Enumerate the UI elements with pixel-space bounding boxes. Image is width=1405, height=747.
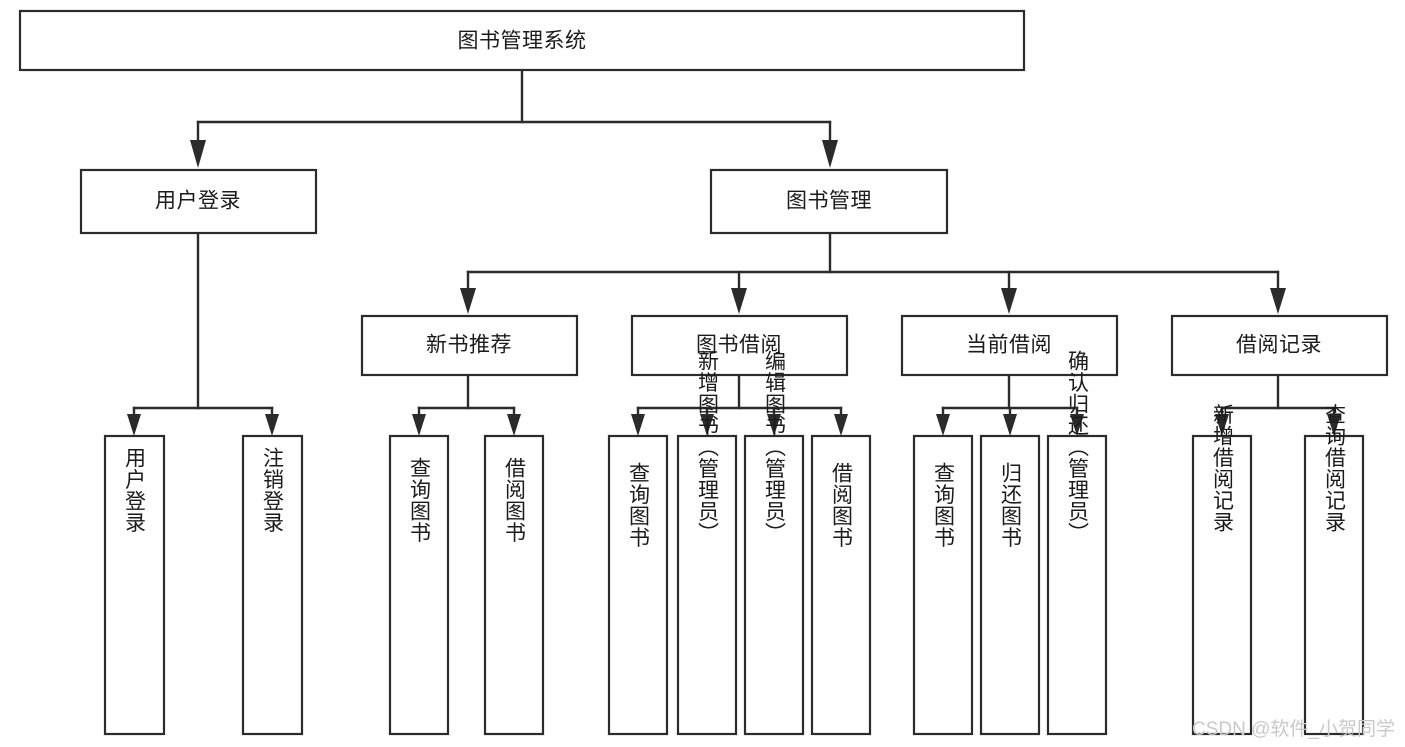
leaf-box-book-borrow-2[interactable] [743,434,805,736]
arrow-head-leaf-current-borrow-1 [1003,414,1017,436]
leaf-box-new-book-0[interactable] [388,434,450,736]
leaf-node-current-borrow-1[interactable]: 归还图书 [979,434,1041,736]
arrow-head-leaf-new-book-1 [507,414,521,436]
leaf-node-borrow-record-0[interactable]: 新增借阅记录 [1191,404,1253,736]
connector-group-borrow-record-leaves [1215,373,1341,436]
leaf-label-book-borrow-3: 借阅图书 [830,462,854,548]
leaf-box-current-borrow-1[interactable] [979,434,1041,736]
leaf-node-new-book-1[interactable]: 借阅图书 [483,434,545,736]
leaf-label-new-book-0: 查询图书 [408,457,432,543]
leaf-label-current-borrow-1: 归还图书 [999,462,1023,548]
arrow-head-leaf-book-borrow-2 [767,414,781,436]
leaf-box-user-login-0[interactable] [103,434,166,736]
node-user-login-box[interactable] [79,168,318,235]
leaf-box-current-borrow-0[interactable] [912,434,974,736]
node-user-login[interactable]: 用户登录 [79,168,318,235]
leaf-box-book-borrow-3[interactable] [810,434,872,736]
arrow-head-user-login [190,140,206,168]
leaf-label-borrow-record-0: 新增借阅记录 [1211,404,1235,533]
node-book-manage[interactable]: 图书管理 [709,168,949,235]
arrow-head-leaf-borrow-record-1 [1327,414,1341,436]
leaf-box-book-borrow-1[interactable] [676,434,738,736]
leaf-box-borrow-record-0[interactable] [1191,434,1253,736]
node-borrow-record-box[interactable] [1170,314,1389,377]
leaf-label-book-borrow-1: 新增图书（管理员） [696,350,720,544]
leaf-box-borrow-record-1[interactable] [1303,434,1365,736]
arrow-head-leaf-user-login-0 [127,414,141,436]
node-book-borrow-box[interactable] [630,314,849,377]
node-current-borrow[interactable]: 当前借阅 [900,314,1119,377]
leaf-label-current-borrow-0: 查询图书 [932,462,956,548]
connector-group-root [190,68,838,168]
leaf-label-current-borrow-2: 确认归还（管理员） [1066,350,1090,544]
node-book-borrow[interactable]: 图书借阅 [630,314,849,377]
leaf-label-borrow-record-1: 查询借阅记录 [1323,404,1347,533]
node-borrow-record[interactable]: 借阅记录 [1170,314,1389,377]
node-current-borrow-box[interactable] [900,314,1119,377]
leaf-box-user-login-1[interactable] [241,434,304,736]
node-current-borrow-label: 当前借阅 [966,334,1052,357]
leaf-node-book-borrow-3[interactable]: 借阅图书 [810,434,872,736]
arrow-head-leaf-book-borrow-1 [700,414,714,436]
leaf-node-book-borrow-1[interactable]: 新增图书（管理员） [676,350,738,736]
node-book-manage-label: 图书管理 [786,190,872,213]
arrow-head-leaf-current-borrow-0 [936,414,950,436]
arrow-head-leaf-book-borrow-3 [834,414,848,436]
leaf-label-user-login-0: 用户登录 [123,447,147,533]
connector-group-book-manage [460,231,1286,314]
arrow-head-leaf-borrow-record-0 [1215,414,1229,436]
node-borrow-record-label: 借阅记录 [1236,334,1322,357]
arrow-head-book-manage [822,140,838,168]
connector-group-new-book-leaves [412,373,521,436]
node-book-manage-box[interactable] [709,168,949,235]
arrow-head-leaf-user-login-1 [265,414,279,436]
leaf-label-new-book-1: 借阅图书 [503,457,527,543]
connector-group-user-login-leaves [127,231,279,436]
node-new-book-recommend[interactable]: 新书推荐 [360,314,579,377]
arrow-head-book-borrow [731,288,747,314]
leaf-label-book-borrow-0: 查询图书 [627,462,651,548]
arrow-head-leaf-new-book-0 [412,414,426,436]
arrow-head-borrow-record [1270,288,1286,314]
node-root-system[interactable]: 图书管理系统 [18,9,1026,72]
leaf-node-current-borrow-0[interactable]: 查询图书 [912,434,974,736]
node-book-borrow-label: 图书借阅 [696,334,782,357]
leaf-node-user-login-0[interactable]: 用户登录 [103,434,166,736]
node-new-book-recommend-label: 新书推荐 [426,334,512,357]
node-root-label: 图书管理系统 [458,30,587,53]
leaf-box-current-borrow-2[interactable] [1046,434,1108,736]
arrow-head-leaf-book-borrow-0 [631,414,645,436]
arrow-head-current-borrow [1001,288,1017,314]
leaf-node-book-borrow-0[interactable]: 查询图书 [607,434,669,736]
leaf-label-user-login-1: 注销登录 [261,447,285,533]
arrow-head-new-book-recommend [460,288,476,314]
arrow-head-leaf-current-borrow-2 [1070,414,1084,436]
node-new-book-recommend-box[interactable] [360,314,579,377]
connector-group-current-borrow-leaves [936,373,1084,436]
leaf-node-new-book-0[interactable]: 查询图书 [388,434,450,736]
node-user-login-label: 用户登录 [155,190,241,213]
leaf-box-new-book-1[interactable] [483,434,545,736]
leaf-node-book-borrow-2[interactable]: 编辑图书（管理员） [743,350,805,736]
node-root-box[interactable] [18,9,1026,72]
leaf-label-book-borrow-2: 编辑图书（管理员） [763,350,787,544]
leaf-box-book-borrow-0[interactable] [607,434,669,736]
leaf-node-borrow-record-1[interactable]: 查询借阅记录 [1303,404,1365,736]
leaf-node-current-borrow-2[interactable]: 确认归还（管理员） [1046,350,1108,736]
leaf-node-user-login-1[interactable]: 注销登录 [241,434,304,736]
connector-group-book-borrow-leaves [631,373,848,436]
